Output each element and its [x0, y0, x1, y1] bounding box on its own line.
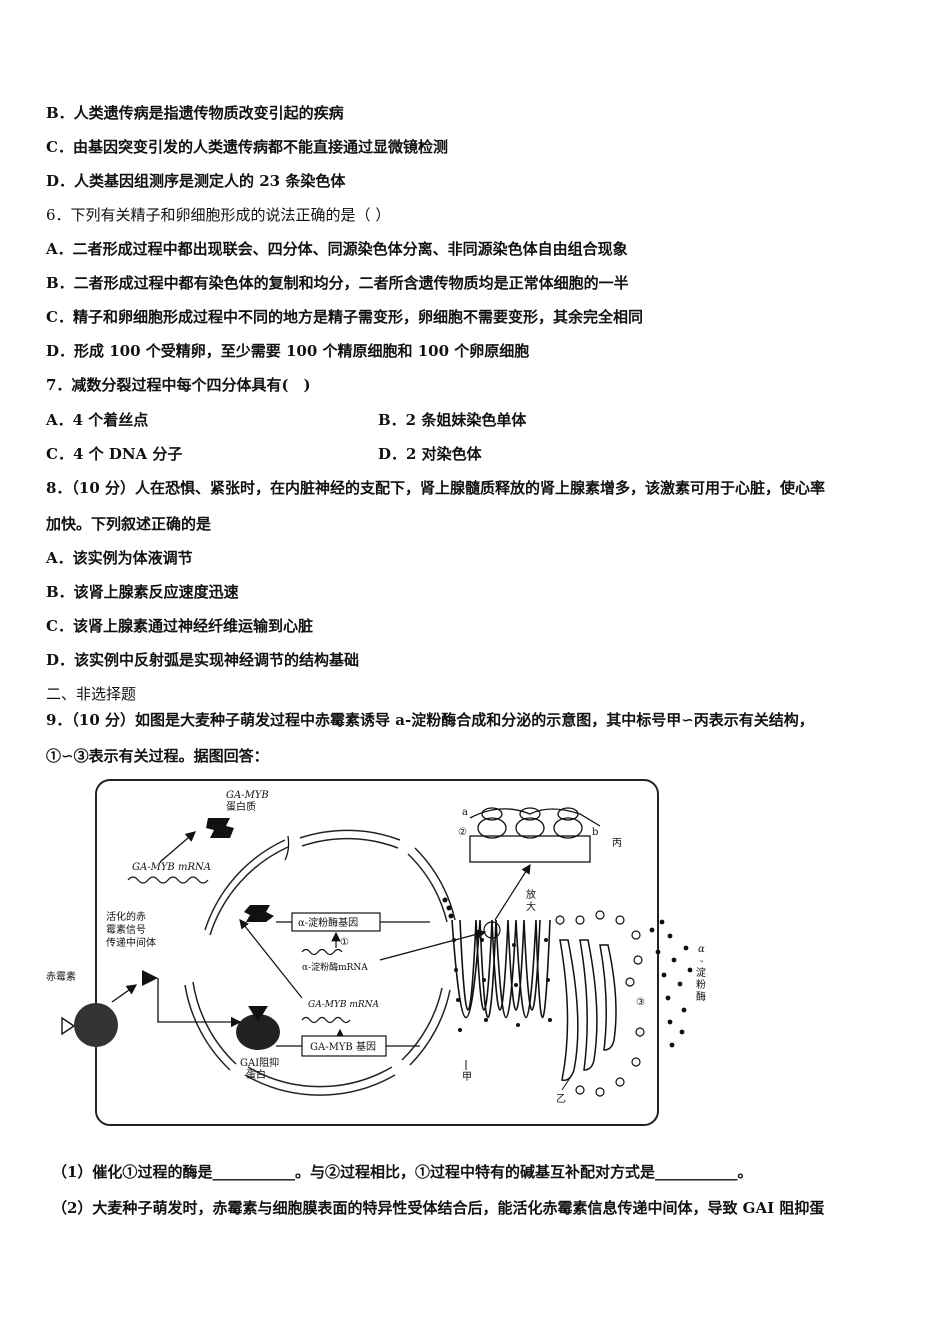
q9-sub-1: （1）催化①过程的酶是___________。与②过程相比，①过程中特有的碱基互… — [52, 1163, 753, 1181]
label-jia: 甲 — [462, 1072, 472, 1083]
amylase-gene-label: α-淀粉酶基因 — [298, 916, 358, 929]
intermediate-triangle-icon — [142, 970, 158, 986]
magnify-label-1: 放 — [526, 888, 536, 901]
section-heading: 二、非选择题 — [46, 685, 137, 703]
q6-option-b: B．二者形成过程中都有染色体的复制和均分，二者所含遗传物质均是正常体细胞的一半 — [46, 274, 629, 292]
q8-stem-cont: 加快。下列叙述正确的是 — [46, 515, 212, 533]
signal-intermediate-bound-icon — [248, 1006, 268, 1022]
intermediate-label-3: 传递中间体 — [106, 936, 156, 949]
receptor-icon — [74, 1003, 118, 1047]
gai-protein-icon — [236, 1014, 280, 1050]
ga-myb-protein-icon — [206, 818, 234, 838]
q9-sub-2: （2）大麦种子萌发时，赤霉素与细胞膜表面的特异性受体结合后，能活化赤霉素信息传递… — [52, 1199, 825, 1217]
ga-myb-mrna-label-2: GA-MYB mRNA — [308, 1000, 380, 1010]
ga-myb-gene-box — [301, 1035, 387, 1057]
vesicles — [555, 910, 645, 1097]
q8-option-b: B．该肾上腺素反应速度迅速 — [46, 583, 239, 601]
q5-option-d: D．人类基因组测序是测定人的 23 条染色体 — [46, 172, 346, 190]
q8-option-d: D．该实例中反射弧是实现神经调节的结构基础 — [46, 651, 360, 669]
process-2-label: ② — [458, 827, 467, 838]
q5-option-c: C．由基因突变引发的人类遗传病都不能直接通过显微镜检测 — [46, 138, 448, 156]
amylase-label-4: 粉 — [696, 978, 706, 991]
gibberellin-label: 赤霉素 — [46, 970, 76, 983]
q8-stem: 8．（10 分）人在恐惧、紧张时，在内脏神经的支配下，肾上腺髓质释放的肾上腺素增… — [46, 479, 826, 497]
inset-membrane-box — [469, 835, 591, 863]
translation-arrow — [159, 831, 196, 863]
gai-protein-label-1: GAI阻抑 — [240, 1057, 279, 1069]
nuclear-pore-dots — [442, 897, 454, 919]
gibberellin-icon — [61, 1016, 76, 1036]
q7-option-c: C．4 个 DNA 分子 — [46, 445, 183, 463]
q6-stem: 6．下列有关精子和卵细胞形成的说法正确的是（ ） — [46, 206, 391, 224]
q5-option-b: B．人类遗传病是指遗传物质改变引起的疾病 — [46, 104, 344, 122]
amylase-label-1: α — [698, 944, 705, 955]
protein-to-nucleus-line — [284, 835, 290, 861]
ga-myb-protein-label-1: GA-MYB — [226, 790, 269, 801]
q6-option-a: A．二者形成过程中都出现联会、四分体、同源染色体分离、非同源染色体自由组合现象 — [46, 240, 628, 258]
q7-option-a: A．4 个着丝点 — [46, 411, 149, 429]
er-structure — [451, 919, 551, 1018]
process-3-label: ③ — [636, 997, 645, 1008]
q8-option-a: A．该实例为体液调节 — [46, 549, 193, 567]
q6-option-d: D．形成 100 个受精卵，至少需要 100 个精原细胞和 100 个卵原细胞 — [46, 342, 530, 360]
amylase-label-3: 淀 — [696, 966, 706, 979]
gibberellin-amylase-diagram: GA-MYB 蛋白质 GA-MYB mRNA α-淀粉酶基因 ① α-淀粉酶mR… — [46, 779, 706, 1126]
q7-stem: 7．减数分裂过程中每个四分体具有( ) — [46, 376, 311, 394]
q7-option-b: B．2 条姐妹染色单体 — [378, 411, 527, 429]
bound-ga-myb-icon — [244, 905, 274, 922]
amylase-dots — [649, 919, 693, 1048]
label-yi: 乙 — [556, 1093, 566, 1105]
ga-myb-protein-label-2: 蛋白质 — [226, 800, 256, 813]
process-1-label: ① — [340, 937, 349, 948]
gai-protein-label-2: 蛋白 — [246, 1068, 266, 1081]
q9-stem: 9．（10 分）如图是大麦种子萌发过程中赤霉素诱导 a-淀粉酶合成和分泌的示意图… — [46, 711, 814, 729]
q6-option-c: C．精子和卵细胞形成过程中不同的地方是精子需变形，卵细胞不需要变形，其余完全相同 — [46, 308, 643, 326]
ga-myb-mrna-wave — [127, 876, 209, 884]
ga-myb-mrna-label: GA-MYB mRNA — [132, 862, 211, 873]
amylase-label-2: - — [700, 956, 703, 967]
nuclear-envelope — [184, 829, 456, 1096]
golgi-stacks — [559, 939, 617, 1082]
label-bing: 丙 — [612, 838, 622, 849]
q9-stem-cont: ①∽③表示有关过程。据图回答： — [46, 747, 269, 765]
q8-option-c: C．该肾上腺素通过神经纤维运输到心脏 — [46, 617, 313, 635]
ga-myb-gene-label: GA-MYB 基因 — [310, 1040, 376, 1053]
cell-outline — [95, 779, 659, 1126]
magnify-circle — [483, 921, 501, 939]
magnify-label-2: 大 — [526, 900, 536, 913]
er-ribosome-dots — [452, 938, 552, 1032]
intermediate-label-2: 霉素信号 — [106, 923, 146, 936]
mrna-export-arrow — [379, 929, 487, 961]
intermediate-label-1: 活化的赤 — [106, 910, 146, 923]
amylase-gene-box — [291, 912, 381, 932]
amylase-label-5: 酶 — [696, 990, 706, 1003]
inset-ribosomes — [469, 807, 601, 839]
amylase-mrna-label: α-淀粉酶mRNA — [302, 961, 368, 973]
q7-option-d: D．2 对染色体 — [378, 445, 482, 463]
label-a: a — [462, 807, 468, 818]
label-b: b — [592, 827, 598, 838]
